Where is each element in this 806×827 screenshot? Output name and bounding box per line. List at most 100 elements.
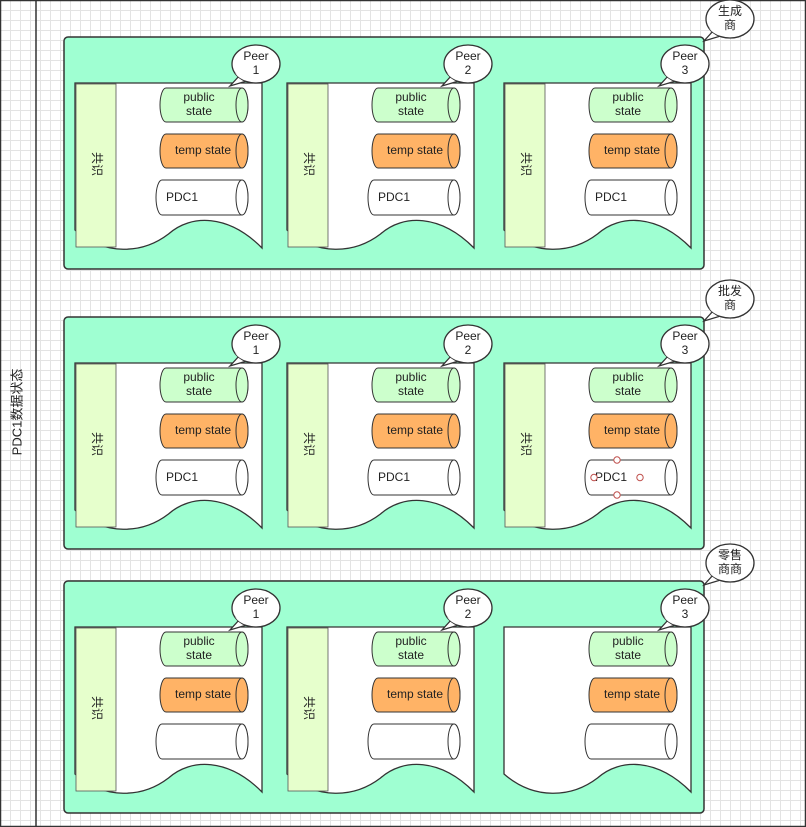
public-state-store-end xyxy=(235,631,249,667)
pdc-label: PDC1 xyxy=(595,190,627,204)
pdc-store[interactable]: PDC1 xyxy=(155,459,249,496)
temp-state-store-end xyxy=(447,677,461,713)
pdc-label: PDC1 xyxy=(378,190,410,204)
consensus-block xyxy=(75,627,117,792)
temp-state-store[interactable]: temp state xyxy=(588,413,678,449)
temp-state-store-end xyxy=(664,677,678,713)
peer-name-callout-bubble xyxy=(660,44,710,84)
pdc-label: PDC1 xyxy=(595,470,627,484)
temp-state-store[interactable]: temp state xyxy=(371,677,461,713)
pdc-store[interactable]: PDC1 xyxy=(367,179,461,216)
pdc-store[interactable]: PDC1 xyxy=(155,179,249,216)
temp-state-label: temp state xyxy=(387,687,443,701)
temp-state-label: temp state xyxy=(387,143,443,157)
peer-name-callout-joint xyxy=(235,353,247,361)
org-name-callout-text: 零售商商 xyxy=(718,547,742,576)
pdc-store-end xyxy=(664,459,678,496)
peer-name-callout-joint xyxy=(447,353,459,361)
public-state-store-end xyxy=(664,631,678,667)
org-name-callout: 批发商 xyxy=(701,279,755,323)
temp-state-store-end xyxy=(235,413,249,449)
consensus-block xyxy=(75,83,117,248)
consensus-label: 共识 xyxy=(90,696,104,720)
pdc-store[interactable] xyxy=(155,723,249,760)
selection-handle[interactable] xyxy=(636,473,644,482)
pdc-store-body xyxy=(584,723,678,760)
pdc-store-end xyxy=(235,459,249,496)
consensus-label: 共识 xyxy=(302,152,316,176)
public-state-store-end xyxy=(447,367,461,403)
temp-state-store[interactable]: temp state xyxy=(159,133,249,169)
consensus-label: 共识 xyxy=(90,432,104,456)
peer-name-callout-bubble xyxy=(231,324,281,364)
temp-state-label: temp state xyxy=(175,143,231,157)
temp-state-label: temp state xyxy=(175,423,231,437)
peer-name-callout-bubble xyxy=(231,588,281,628)
org-name-callout: 生成商 xyxy=(701,0,755,43)
temp-state-label: temp state xyxy=(175,687,231,701)
org-name-callout-bubble xyxy=(705,543,755,583)
pdc-store[interactable]: PDC1 xyxy=(584,179,678,216)
consensus-label: 共识 xyxy=(90,152,104,176)
consensus-label: 共识 xyxy=(302,696,316,720)
temp-state-store[interactable]: temp state xyxy=(588,677,678,713)
pdc-store[interactable] xyxy=(367,723,461,760)
temp-state-store[interactable]: temp state xyxy=(371,133,461,169)
temp-state-store[interactable]: temp state xyxy=(159,413,249,449)
consensus-block xyxy=(75,363,117,528)
temp-state-store[interactable]: temp state xyxy=(588,133,678,169)
pdc-store[interactable] xyxy=(584,723,678,760)
temp-state-store-end xyxy=(664,133,678,169)
org-name-callout-joint xyxy=(709,308,721,316)
public-state-store-end xyxy=(664,87,678,123)
pdc-store-end xyxy=(664,723,678,760)
peer-name-callout-joint xyxy=(235,73,247,81)
pdc-store-end xyxy=(447,723,461,760)
consensus-label: 共识 xyxy=(302,432,316,456)
pdc-store[interactable]: PDC1 xyxy=(367,459,461,496)
consensus-block xyxy=(287,363,329,528)
peer-name-callout-bubble xyxy=(443,324,493,364)
pdc-store-end xyxy=(447,179,461,216)
peer-name-callout-bubble xyxy=(231,44,281,84)
pdc-store[interactable]: PDC1 xyxy=(584,459,678,496)
public-state-store-end xyxy=(447,87,461,123)
temp-state-store[interactable]: temp state xyxy=(159,677,249,713)
temp-state-store-end xyxy=(664,413,678,449)
selection-handle[interactable] xyxy=(613,491,621,499)
temp-state-label: temp state xyxy=(604,143,660,157)
temp-state-store[interactable]: temp state xyxy=(371,413,461,449)
temp-state-label: temp state xyxy=(604,423,660,437)
selection-handle[interactable] xyxy=(613,456,621,464)
selection-handle[interactable] xyxy=(590,473,598,482)
temp-state-label: temp state xyxy=(387,423,443,437)
peer-name-callout-joint xyxy=(664,617,676,625)
